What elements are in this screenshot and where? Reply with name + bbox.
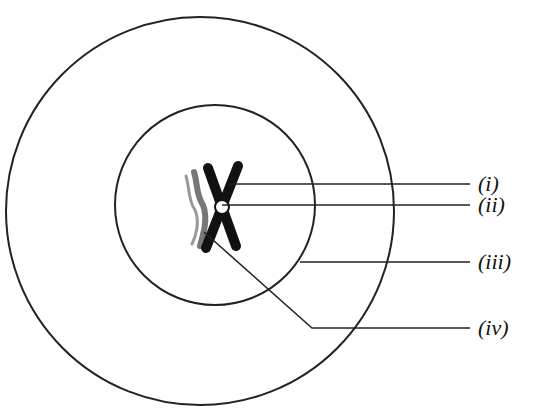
leader-lines [204,184,470,328]
callout-number: (iv) [478,317,509,339]
callout-number: (ii) [478,194,505,216]
chromosome [186,166,238,248]
callout-number: (iii) [478,251,511,273]
callout-number: (i) [478,173,499,195]
cell-membrane [6,17,394,405]
